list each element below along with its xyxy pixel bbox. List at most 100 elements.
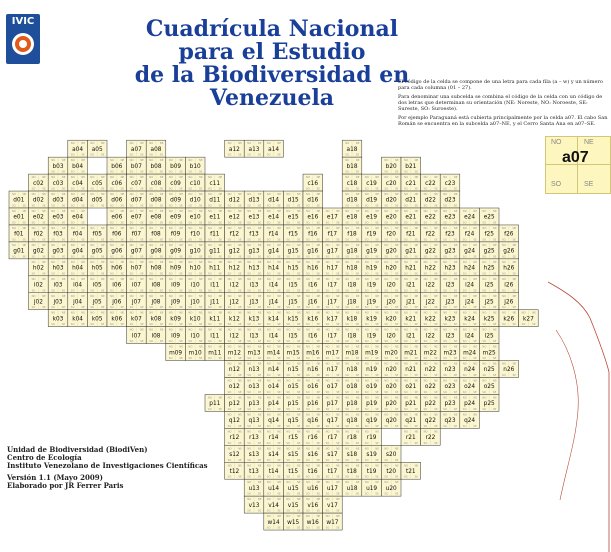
subcell-label: NO xyxy=(424,175,428,179)
cell-code: v15 xyxy=(288,503,299,509)
subcell-label: NO xyxy=(208,395,212,399)
subcell-label: SE xyxy=(140,254,144,258)
subcell-label: SE xyxy=(62,204,66,208)
subcell-label: NE xyxy=(140,175,144,179)
subcell-label: SE xyxy=(395,407,399,411)
legend-ne: NE xyxy=(584,139,594,146)
subcell-label: SE xyxy=(317,220,321,224)
subcell-label: SE xyxy=(493,254,497,258)
subcell-label: NO xyxy=(326,497,330,501)
subcell-label: SE xyxy=(277,305,281,309)
subcell-label: SE xyxy=(395,356,399,360)
subcell-label: SO xyxy=(463,322,467,326)
subcell-label: SO xyxy=(463,373,467,377)
subcell-label: NO xyxy=(188,277,192,281)
subcell-label: SE xyxy=(356,356,360,360)
subcell-label: SO xyxy=(208,271,212,275)
subcell-label: NO xyxy=(482,243,486,247)
cell-code: m18 xyxy=(345,350,358,356)
subcell-label: SE xyxy=(238,237,242,241)
subcell-label: SO xyxy=(345,170,349,174)
cell-code: c16 xyxy=(308,181,319,187)
subcell-label: NO xyxy=(188,311,192,315)
subcell-label: NE xyxy=(493,362,497,366)
subcell-label: NE xyxy=(277,192,281,196)
subcell-label: NE xyxy=(513,311,517,315)
cell-code: i10 xyxy=(191,282,200,288)
subcell-label: NO xyxy=(326,362,330,366)
subcell-label: SE xyxy=(238,475,242,479)
subcell-label: SE xyxy=(375,288,379,292)
subcell-label: NE xyxy=(81,294,85,298)
subcell-label: SO xyxy=(306,407,310,411)
subcell-label: NE xyxy=(179,243,183,247)
subcell-label: SE xyxy=(454,305,458,309)
subcell-label: SE xyxy=(81,305,85,309)
subcell-label: NE xyxy=(434,345,438,349)
subcell-label: SE xyxy=(101,153,105,157)
subcell-label: NE xyxy=(23,192,27,196)
subcell-label: SE xyxy=(140,204,144,208)
subcell-label: NO xyxy=(71,294,75,298)
subcell-label: SE xyxy=(62,220,66,224)
subcell-label: SE xyxy=(454,254,458,258)
cell-code: o23 xyxy=(445,384,456,390)
subcell-label: NO xyxy=(71,243,75,247)
subcell-label: NE xyxy=(81,243,85,247)
subcell-label: NO xyxy=(482,328,486,332)
subcell-label: NO xyxy=(365,446,369,450)
cell-code: e11 xyxy=(209,215,220,221)
subcell-label: SE xyxy=(356,288,360,292)
subcell-label: NE xyxy=(336,446,340,450)
subcell-label: NO xyxy=(267,514,271,518)
subcell-label: SO xyxy=(149,322,153,326)
subcell-label: NO xyxy=(463,277,467,281)
subcell-label: SE xyxy=(101,187,105,191)
cell-code: k24 xyxy=(464,316,475,322)
subcell-label: SO xyxy=(71,220,75,224)
subcell-label: SE xyxy=(336,288,340,292)
cell-code: g12 xyxy=(229,249,240,255)
subcell-label: SE xyxy=(121,288,125,292)
subcell-label: NE xyxy=(434,379,438,383)
subcell-label: SE xyxy=(297,458,301,462)
subcell-label: SE xyxy=(277,492,281,496)
subcell-label: SO xyxy=(345,288,349,292)
subcell-label: NE xyxy=(258,395,262,399)
cell-code: r17 xyxy=(328,435,338,441)
subcell-label: SE xyxy=(356,254,360,258)
subcell-label: SO xyxy=(326,288,330,292)
subcell-label: NO xyxy=(208,328,212,332)
subcell-label: SE xyxy=(199,204,203,208)
subcell-label: SO xyxy=(404,424,408,428)
subcell-label: NE xyxy=(297,345,301,349)
subcell-label: SO xyxy=(149,170,153,174)
subcell-label: SE xyxy=(493,339,497,343)
subcell-label: NE xyxy=(121,209,125,213)
subcell-label: NO xyxy=(130,311,134,315)
subcell-label: NE xyxy=(454,345,458,349)
subcell-label: SE xyxy=(219,356,223,360)
subcell-label: NE xyxy=(317,480,321,484)
